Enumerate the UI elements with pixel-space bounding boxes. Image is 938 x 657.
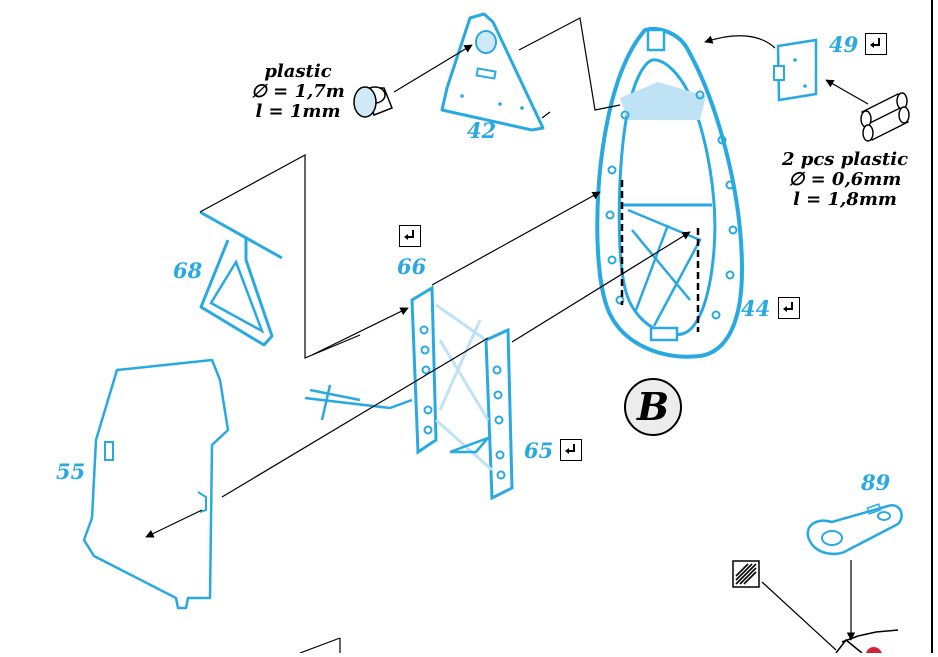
bend-icon [865, 33, 887, 55]
part-49-bracket [773, 38, 818, 102]
section-b-marker: B [624, 378, 682, 436]
part-label-44: 44 [741, 296, 771, 321]
part-66-65-assembly [304, 285, 514, 501]
plastic-disc [353, 86, 393, 118]
part-44-frame [595, 27, 744, 359]
part-label-65: 65 [524, 438, 554, 463]
part-label-49: 49 [829, 32, 859, 57]
note-line: ∅ = 1,7m [251, 81, 345, 103]
part-42-plate [440, 12, 545, 132]
assembly-lines [145, 17, 691, 538]
page-border [931, 0, 933, 653]
part-89-lever [806, 503, 903, 556]
part-68-bracket [199, 210, 283, 347]
bend-icon [399, 225, 421, 247]
part-label-89: 89 [861, 470, 891, 495]
part-label-55: 55 [56, 459, 86, 484]
bend-icon [778, 297, 800, 319]
note-line: l = 1mm [255, 101, 341, 123]
plastic-disc-note: plastic ∅ = 1,7m l = 1mm [238, 61, 358, 123]
part-label-66: 66 [397, 254, 427, 279]
note-line: plastic [264, 61, 332, 82]
part-fragment-bottom-right [835, 629, 899, 654]
paint-icon [732, 560, 760, 588]
plastic-rods [860, 92, 910, 142]
bend-icon [560, 439, 582, 461]
note-line: l = 1,8mm [793, 189, 897, 211]
part-55-panel [82, 358, 230, 610]
part-label-68: 68 [173, 258, 203, 283]
note-line: 2 pcs plastic [781, 149, 909, 170]
note-line: ∅ = 0,6mm [788, 169, 902, 191]
plastic-rods-note: 2 pcs plastic ∅ = 0,6mm l = 1,8mm [766, 149, 924, 211]
part-label-42: 42 [467, 118, 497, 143]
